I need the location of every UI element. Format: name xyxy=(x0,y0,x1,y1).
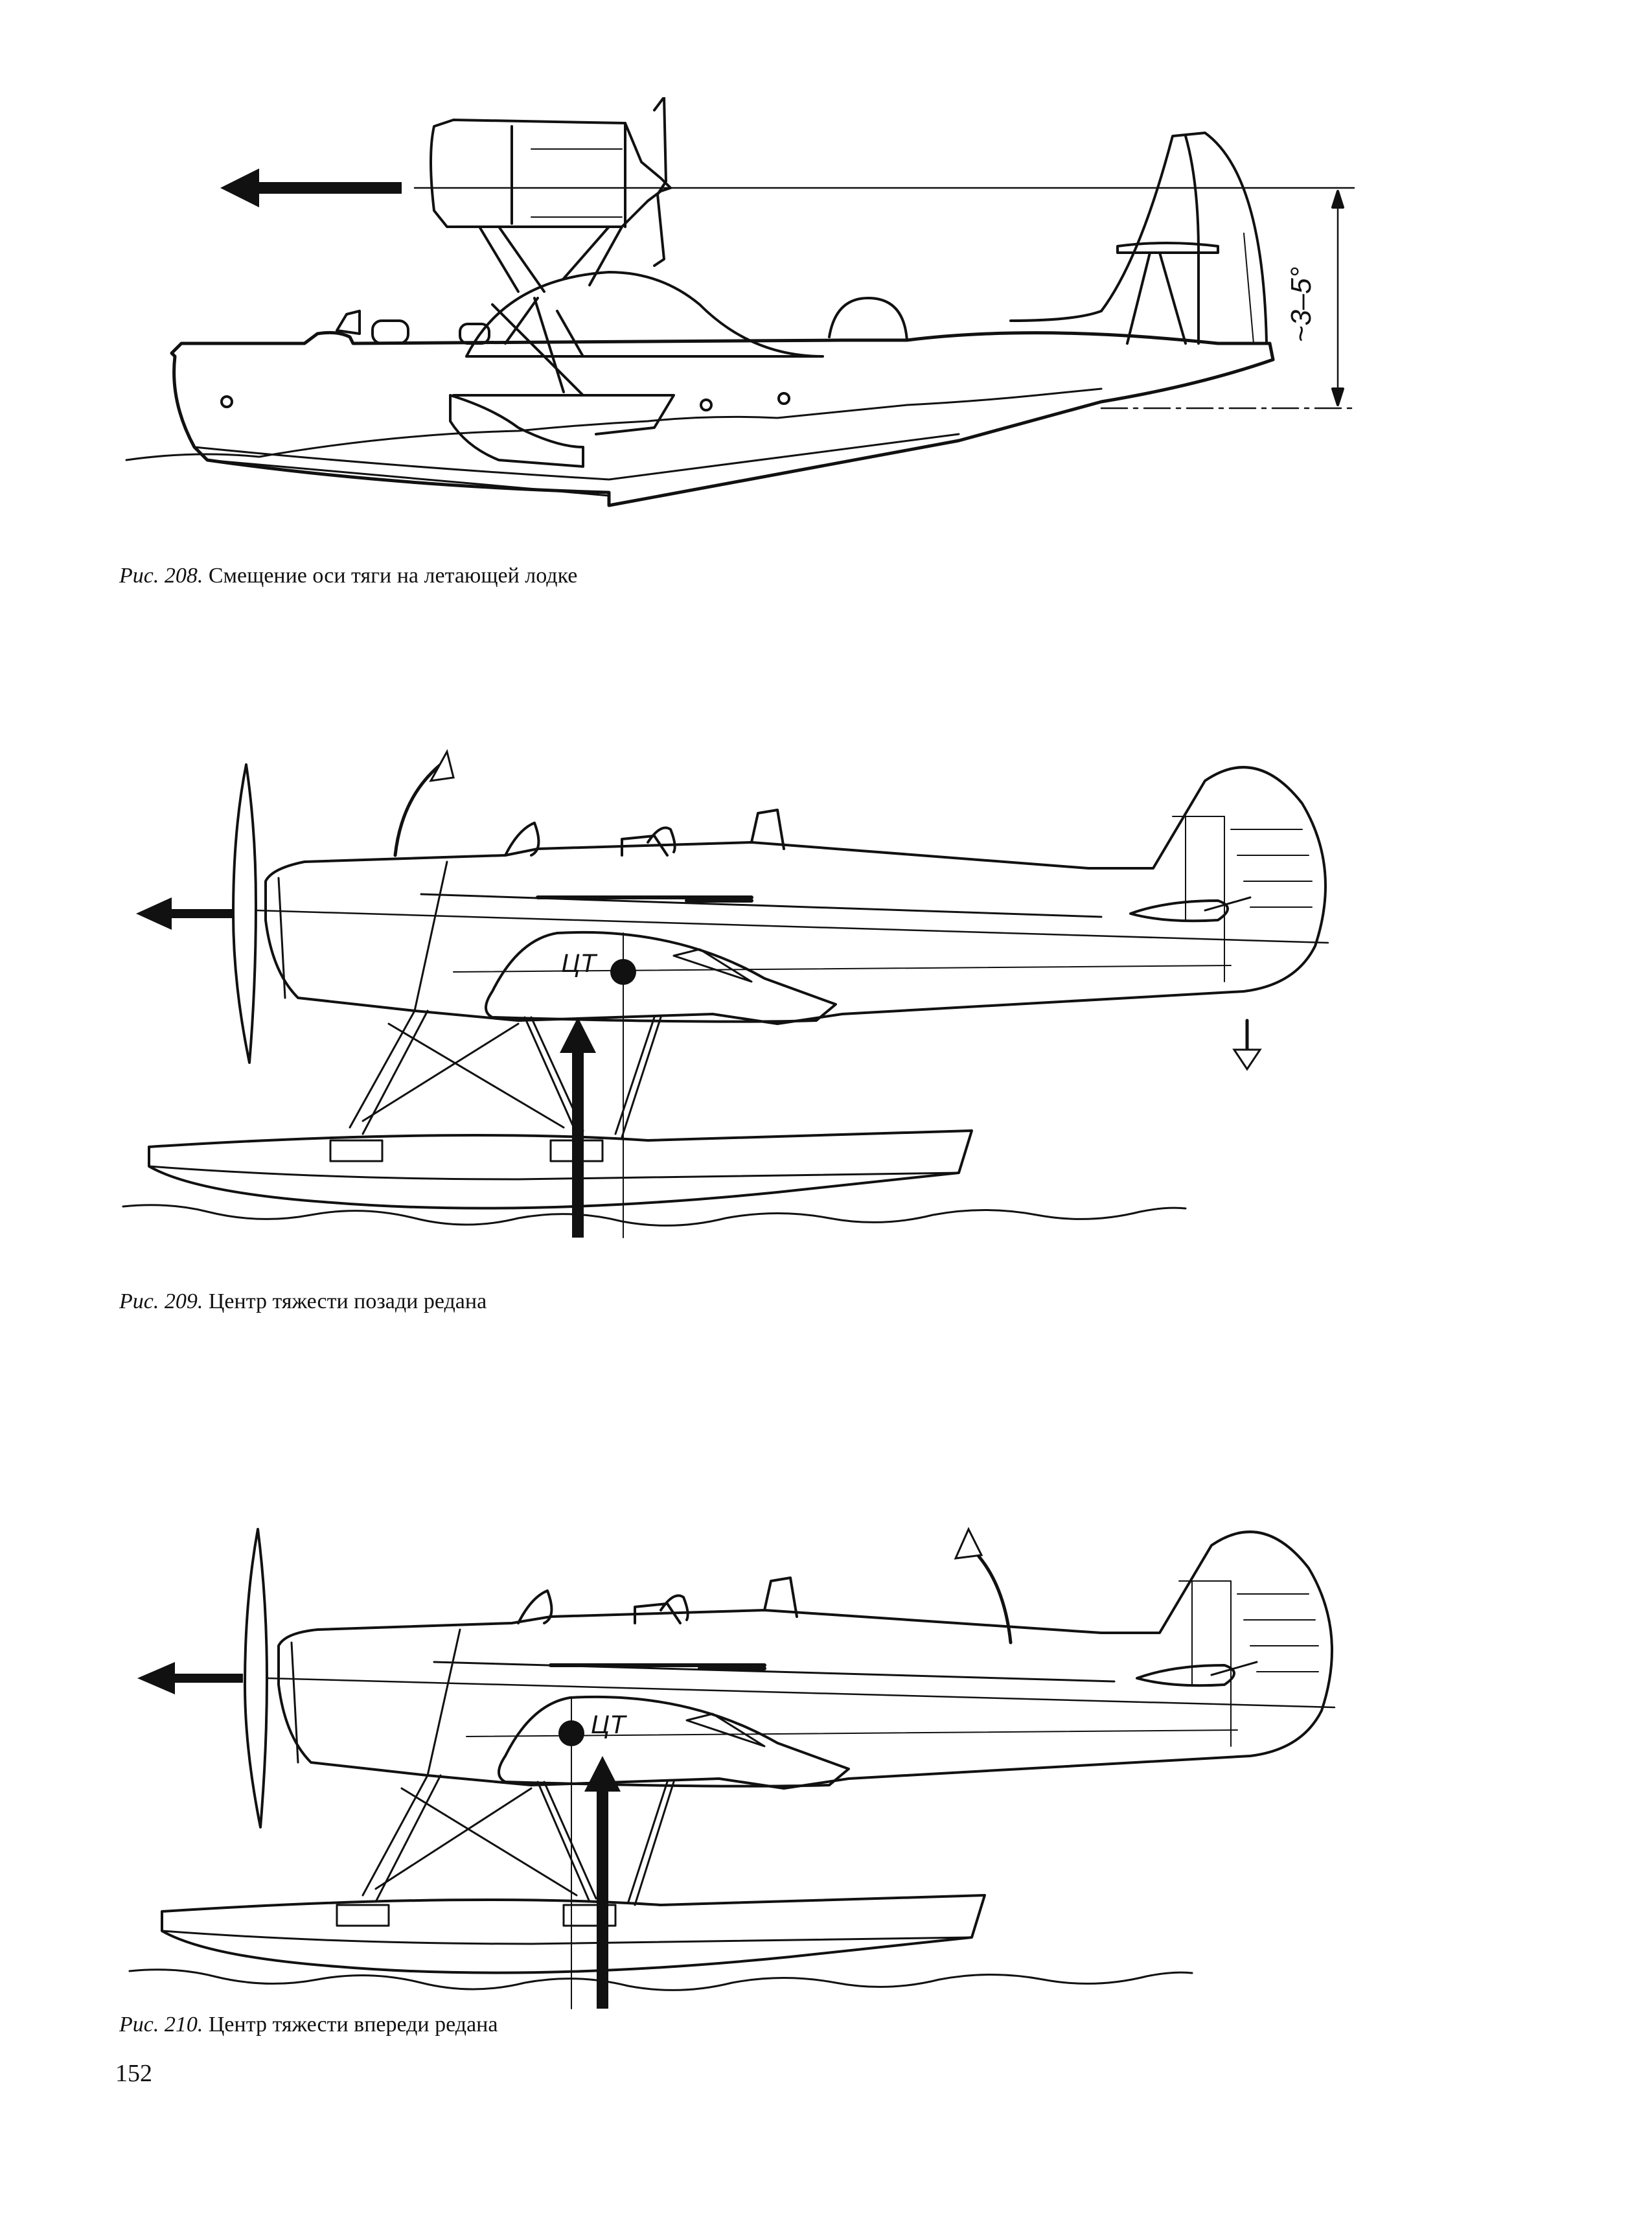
flying-boat-drawing: ~3–5° xyxy=(125,97,1355,507)
water-line xyxy=(122,1204,1187,1227)
rotation-arrow-up xyxy=(970,1547,1013,1645)
caption-label: Рис. 209. xyxy=(119,1289,203,1313)
figure-208: ~3–5° xyxy=(0,97,1652,525)
wing-fairing xyxy=(498,1695,850,1788)
hull-outline xyxy=(170,330,1275,507)
propeller xyxy=(653,97,667,267)
float xyxy=(148,1129,973,1210)
caption-label: Рис. 210. xyxy=(119,2013,203,2037)
cg-label: ЦТ xyxy=(591,1711,627,1739)
wing-fairing xyxy=(485,930,837,1023)
caption-label: Рис. 208. xyxy=(119,564,203,588)
cg-label: ЦТ xyxy=(561,949,597,978)
float xyxy=(161,1894,986,1974)
engine-nacelle xyxy=(430,119,672,228)
seaplane-cg-behind-drawing: ЦТ xyxy=(122,748,1329,1238)
fuselage xyxy=(277,1530,1333,1790)
thrust-axis-line xyxy=(255,909,1329,944)
page-number: 152 xyxy=(115,2060,152,2087)
angle-label: ~3–5° xyxy=(1285,267,1317,343)
caption-209: Рис. 209. Центр тяжести позади редана xyxy=(119,1289,487,1314)
figure-209: ЦТ xyxy=(0,726,1652,1244)
caption-208: Рис. 208. Смещение оси тяги на летающей … xyxy=(119,564,577,588)
water-line xyxy=(128,1968,1193,1991)
figure-210: ЦТ xyxy=(0,1484,1652,2015)
thrust-axis-line xyxy=(266,1677,1336,1709)
seaplane-cg-ahead-drawing: ЦТ xyxy=(128,1527,1336,2009)
cg-dot xyxy=(610,959,636,985)
water-line xyxy=(125,387,1103,461)
caption-text: Центр тяжести позади редана xyxy=(208,1289,487,1313)
caption-210: Рис. 210. Центр тяжести впереди редана xyxy=(119,2013,498,2037)
caption-text: Центр тяжести впереди редана xyxy=(208,2013,498,2037)
propeller xyxy=(244,1528,268,1829)
rotation-arrow-up xyxy=(393,763,442,857)
fuselage xyxy=(264,766,1327,1025)
caption-text: Смещение оси тяги на летающей лодке xyxy=(208,564,578,588)
cg-dot xyxy=(558,1720,584,1746)
propeller xyxy=(232,763,257,1064)
